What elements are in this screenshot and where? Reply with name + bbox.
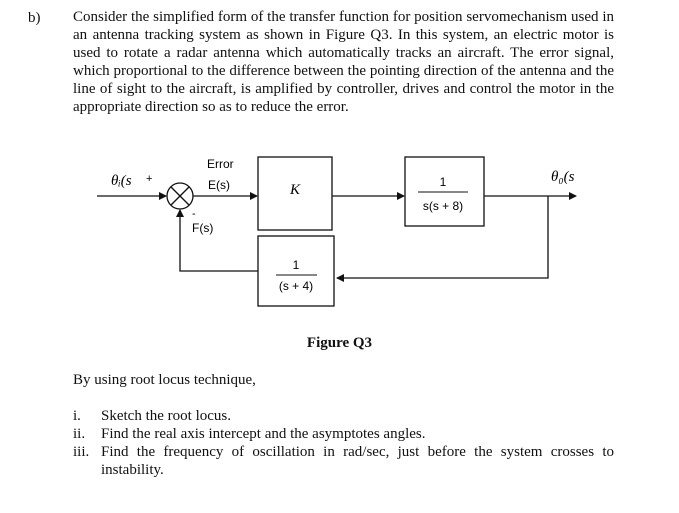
question-number: i. xyxy=(73,408,81,424)
question-text: Find the real axis intercept and the asy… xyxy=(101,426,426,442)
error-signal-label: E(s) xyxy=(208,178,230,192)
controller-block xyxy=(257,156,333,231)
figure-caption: Figure Q3 xyxy=(306,335,373,351)
feedback-numerator: 1 xyxy=(293,258,300,272)
question-intro: By using root locus technique, xyxy=(73,372,256,388)
controller-gain-label: K xyxy=(289,182,301,198)
question-list: i. Sketch the root locus. ii. Find the r… xyxy=(73,407,614,479)
question-text: Sketch the root locus. xyxy=(101,408,231,424)
feedback-signal-label: F(s) xyxy=(192,221,213,235)
feedback-takeoff-line xyxy=(336,196,549,282)
question-text: Find the frequency of oscillation in rad… xyxy=(101,444,614,478)
question-number: iii. xyxy=(73,444,90,460)
question-item: iii. Find the frequency of oscillation i… xyxy=(73,443,614,479)
question-item: ii. Find the real axis intercept and the… xyxy=(73,425,614,443)
feedback-return-line xyxy=(176,209,258,272)
problem-paragraph: Consider the simplified form of the tran… xyxy=(73,9,614,115)
input-label: θᵢ(s xyxy=(111,173,132,189)
feedback-denominator: (s + 4) xyxy=(279,279,313,293)
question-number: ii. xyxy=(73,426,86,442)
error-label: Error xyxy=(207,157,234,171)
plus-sign: + xyxy=(146,173,152,185)
minus-sign: - xyxy=(192,208,196,220)
plant-denominator: s(s + 8) xyxy=(423,199,463,213)
summing-junction xyxy=(166,182,194,210)
output-label: θ₀(s xyxy=(551,169,575,185)
part-label: b) xyxy=(28,10,41,26)
feedback-block xyxy=(257,235,335,307)
plant-numerator: 1 xyxy=(440,175,447,189)
question-item: i. Sketch the root locus. xyxy=(73,407,614,425)
